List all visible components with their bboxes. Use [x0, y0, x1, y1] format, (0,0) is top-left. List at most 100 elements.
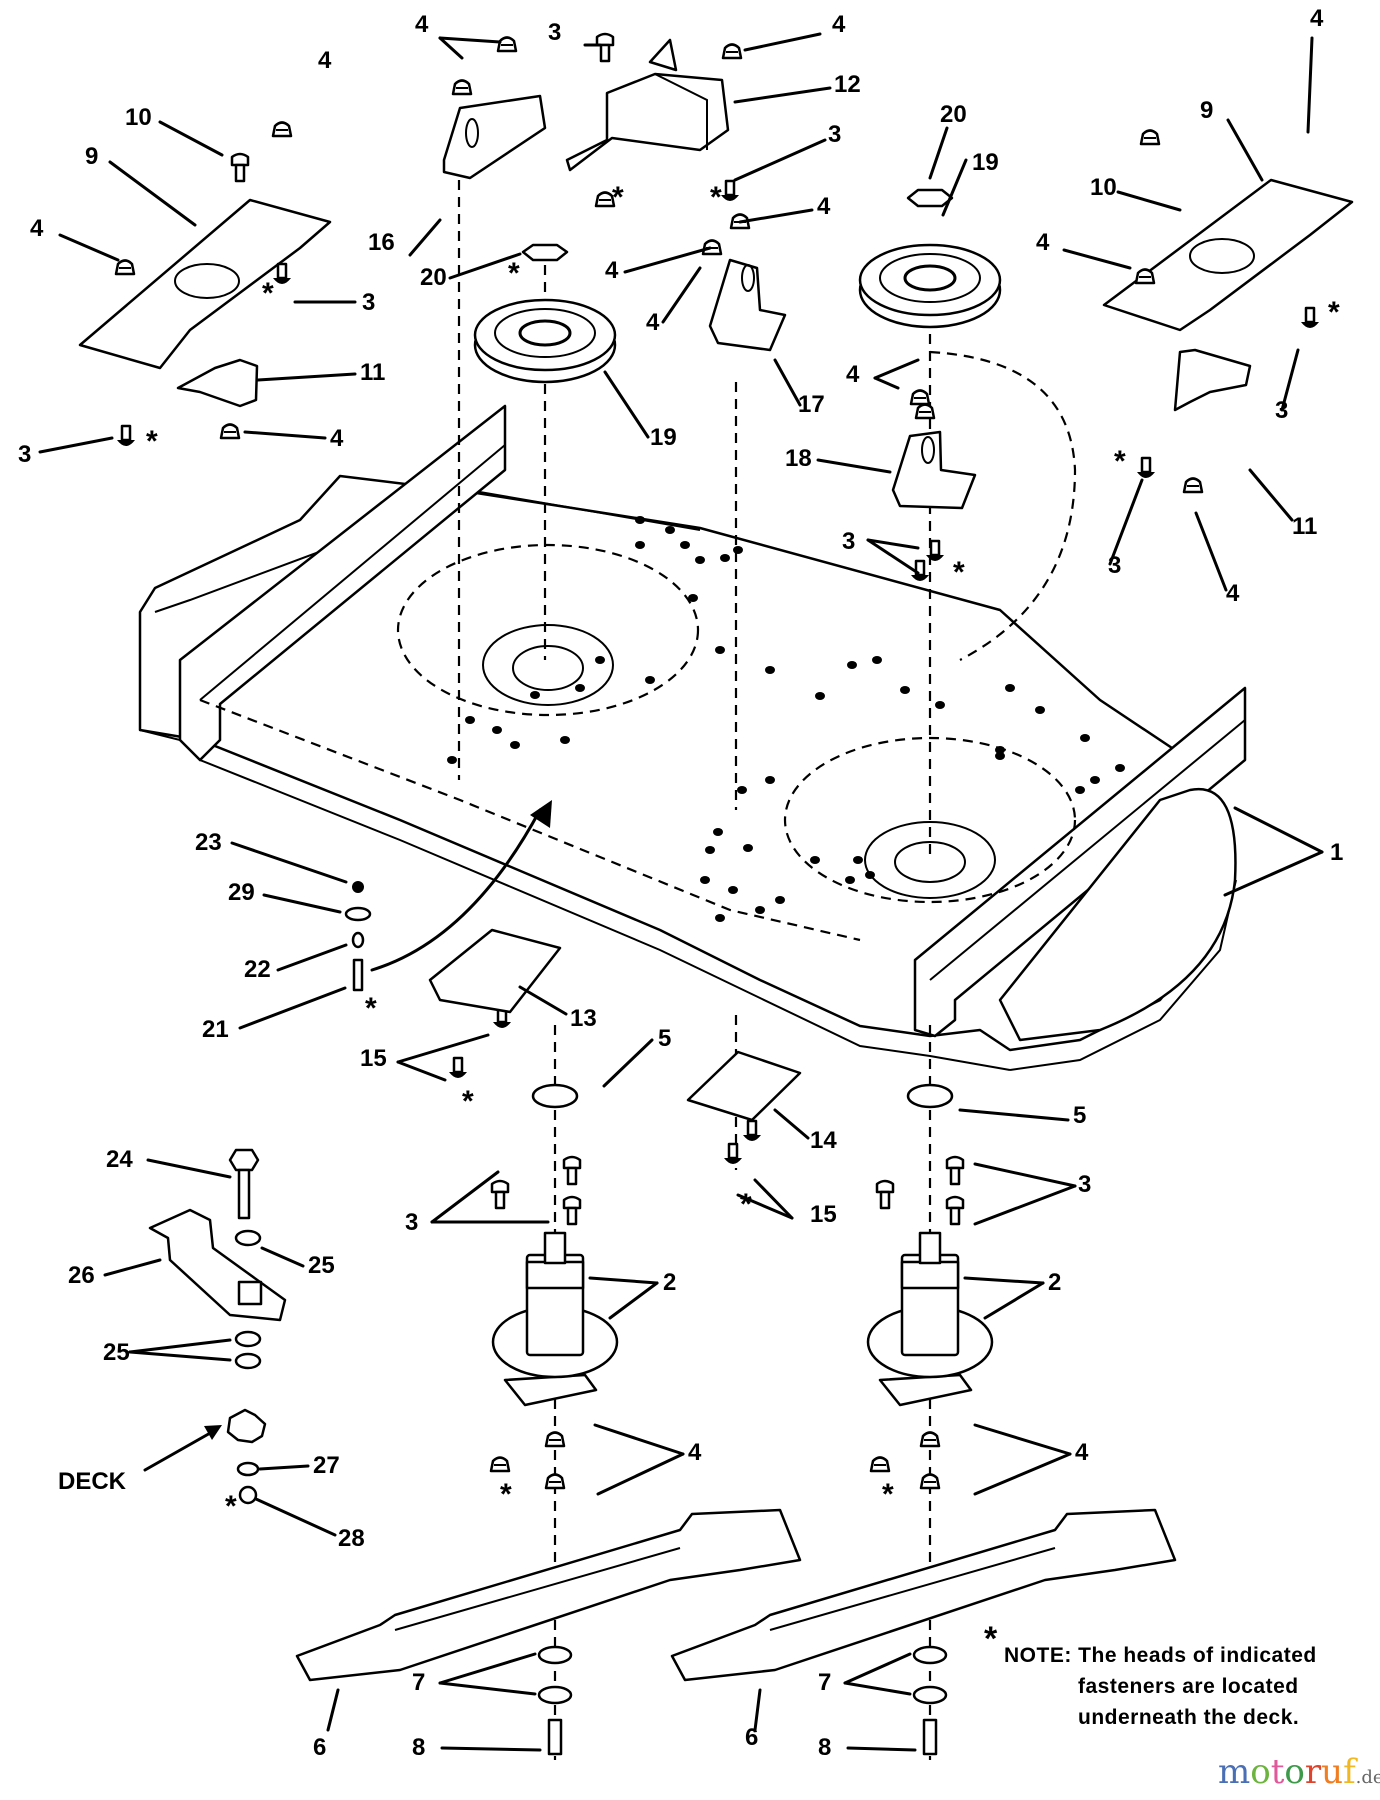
callout-12: 12 — [834, 71, 861, 98]
deck-hole — [575, 684, 585, 692]
flange-nut — [594, 191, 616, 208]
asterisk-marker: * — [462, 1085, 474, 1118]
leader-line — [518, 985, 568, 1016]
deck-hole — [1005, 684, 1015, 692]
leader-line — [733, 86, 832, 104]
leader-line — [866, 538, 920, 575]
callout-3: 3 — [1078, 1171, 1091, 1198]
watermark-letter: m — [1218, 1752, 1251, 1792]
leader-line — [326, 1688, 340, 1732]
deck-label: DECK — [58, 1468, 127, 1495]
flange-nut — [1134, 268, 1156, 285]
leader-line — [873, 376, 900, 390]
asterisk-marker: * — [740, 1188, 752, 1221]
leader-line — [973, 1184, 1077, 1226]
deck-hole — [465, 716, 475, 724]
blade-9-left — [78, 198, 332, 370]
callout-2: 2 — [1048, 1269, 1061, 1296]
callout-4: 4 — [846, 361, 860, 388]
flange-nut — [869, 1456, 891, 1473]
deck-hole — [853, 856, 863, 864]
bracket-26 — [148, 1208, 287, 1322]
leader-line — [258, 1464, 310, 1471]
flange-nut — [114, 259, 136, 276]
flange-nut — [721, 43, 743, 60]
callout-4: 4 — [1310, 5, 1324, 32]
callout-18: 18 — [785, 445, 812, 472]
flange-bolt — [875, 1179, 895, 1210]
callout-6: 6 — [745, 1724, 758, 1751]
leader-line — [593, 1423, 685, 1456]
flange-nut — [544, 1473, 566, 1490]
callout-7: 7 — [412, 1669, 425, 1696]
plate-13 — [428, 928, 562, 1014]
assembly-guides — [457, 180, 932, 1760]
leader-line — [596, 1452, 685, 1496]
mower-deck — [138, 350, 1247, 1071]
leader-line — [230, 841, 348, 884]
flange-nut — [496, 36, 518, 53]
leader-line — [738, 208, 814, 224]
flange-bolt — [562, 1155, 582, 1186]
callout-26: 26 — [68, 1262, 95, 1289]
callout-14: 14 — [810, 1127, 837, 1154]
flange-bolt — [562, 1195, 582, 1226]
leader-line — [973, 1423, 1072, 1456]
watermark-letter: o — [1250, 1752, 1271, 1792]
callout-4: 4 — [415, 11, 429, 38]
deck-hole — [700, 876, 710, 884]
leader-line — [753, 1688, 762, 1732]
spindle-2-right — [866, 1231, 994, 1407]
watermark-letter: u — [1321, 1752, 1344, 1792]
watermark-suffix: .de — [1355, 1767, 1380, 1788]
bracket-12 — [565, 72, 730, 172]
leader-line — [608, 1281, 659, 1320]
blade-9-right — [1102, 178, 1354, 332]
callout-4: 4 — [817, 193, 831, 220]
flange-nut — [1139, 129, 1161, 146]
leader-line — [603, 370, 650, 439]
callout-27: 27 — [313, 1452, 340, 1479]
leader-line — [736, 1193, 794, 1220]
note-line-2: fasteners are located — [1078, 1675, 1299, 1698]
leader-line — [438, 36, 464, 60]
asterisk-marker: * — [1114, 445, 1126, 478]
leader-line — [38, 436, 114, 454]
deck-hole — [720, 554, 730, 562]
asterisk-marker: * — [612, 181, 624, 214]
callout-5: 5 — [1073, 1102, 1086, 1129]
flange-bolt — [230, 152, 250, 183]
flange-nut — [451, 79, 473, 96]
watermark-letter: r — [1304, 1752, 1322, 1792]
leader-line — [58, 233, 120, 262]
asterisk-marker: * — [500, 1478, 512, 1511]
asterisk-marker: * — [508, 257, 520, 290]
callout-20: 20 — [940, 101, 967, 128]
callout-11: 11 — [360, 359, 385, 386]
leader-line — [1194, 511, 1228, 592]
leader-line — [108, 160, 197, 227]
deck-hole — [1090, 776, 1100, 784]
callout-9: 9 — [1200, 97, 1213, 124]
callout-8: 8 — [412, 1734, 425, 1761]
deck-hole — [810, 856, 820, 864]
leader-line — [973, 1452, 1072, 1496]
leader-line — [941, 158, 968, 217]
flange-bolt — [945, 1155, 965, 1186]
part-11-left — [176, 358, 259, 408]
deck-hole — [635, 516, 645, 524]
leader-line — [262, 893, 342, 914]
deck-hole — [715, 646, 725, 654]
deck-hole — [510, 741, 520, 749]
callout-21: 21 — [202, 1016, 229, 1043]
flange-bolt — [911, 559, 929, 581]
callout-4: 4 — [1075, 1439, 1089, 1466]
callout-3: 3 — [1108, 552, 1121, 579]
deck-hole — [705, 846, 715, 854]
callout-6: 6 — [313, 1734, 326, 1761]
spindle-2-left — [491, 1231, 619, 1407]
callout-24: 24 — [106, 1146, 133, 1173]
deck-hole — [447, 756, 457, 764]
callout-1: 1 — [1330, 839, 1343, 866]
